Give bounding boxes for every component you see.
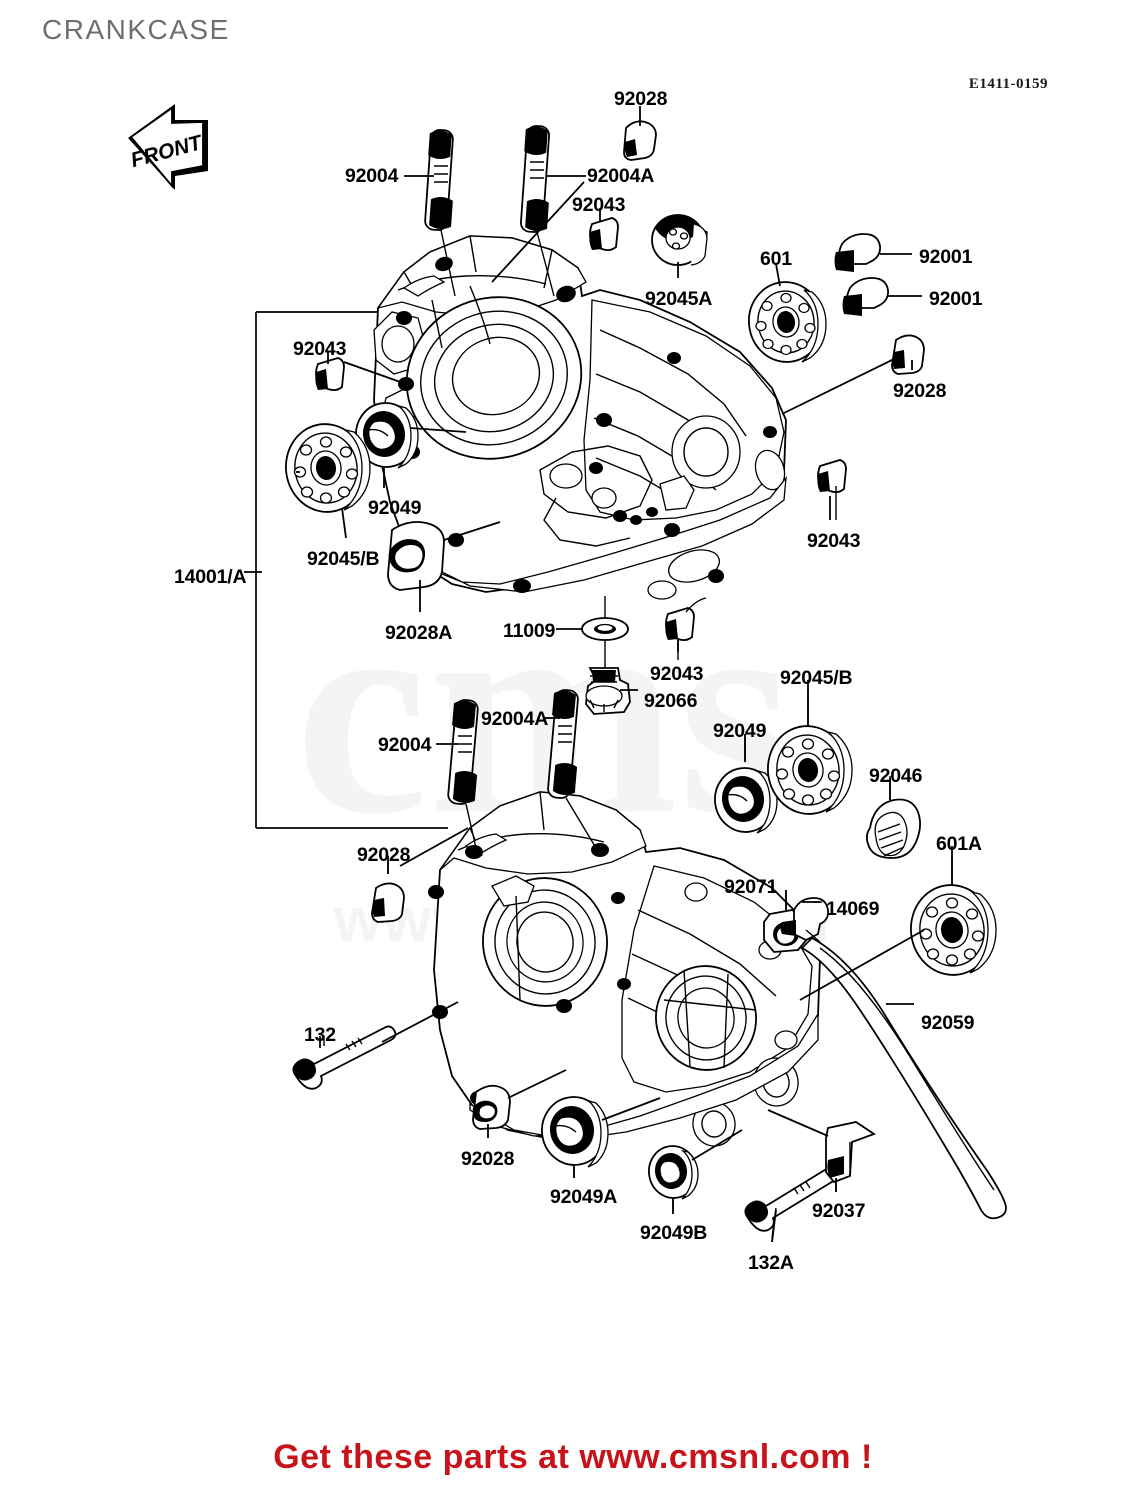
- stud-92004a-upper: [520, 125, 555, 297]
- bushing-92028-right: [891, 334, 925, 375]
- callout-92045b-right: 92045/B: [780, 667, 853, 689]
- gasket-washer-11009: [581, 596, 629, 668]
- oil-seal-92049-right: [714, 738, 778, 834]
- callout-92049a: 92049A: [550, 1186, 618, 1208]
- plug-92066: [585, 667, 631, 715]
- callout-92004a-upper: 92004A: [587, 165, 655, 187]
- callout-92043-mid: 92043: [650, 663, 704, 685]
- upper-crankcase-half: [373, 235, 787, 600]
- callout-92028a: 92028A: [385, 622, 453, 644]
- dowel-92043-upper: [589, 217, 619, 252]
- callout-92028-top: 92028: [614, 88, 668, 110]
- footer-promo-text: Get these parts at www.cmsnl.com !: [273, 1438, 873, 1476]
- callout-92071: 92071: [724, 876, 778, 898]
- callout-92049-right: 92049: [713, 720, 767, 742]
- oil-seal-92049a: [541, 1096, 609, 1178]
- clamp-92037: [825, 1121, 876, 1190]
- callout-92045b-left: 92045/B: [307, 548, 380, 570]
- bolt-92001-lower: [842, 277, 889, 316]
- dowel-92043-right: [817, 459, 847, 520]
- bearing-92045b-right: [767, 690, 853, 815]
- callout-92066: 92066: [644, 690, 698, 712]
- callout-92043-right: 92043: [807, 530, 861, 552]
- bushing-92028-lowercenter: [472, 1084, 511, 1130]
- bearing-92045a: [651, 214, 708, 266]
- stud-92004a-lower: [547, 689, 597, 849]
- callout-92059: 92059: [921, 1012, 975, 1034]
- callout-92001-b: 92001: [929, 288, 983, 310]
- dowel-92043-left: [315, 357, 345, 392]
- reference-code: E1411-0159: [968, 76, 1048, 92]
- bushing-92028-top: [623, 120, 657, 161]
- bushing-92028a: [387, 521, 445, 591]
- callout-92037: 92037: [812, 1200, 866, 1222]
- callout-92004-upper: 92004: [345, 165, 399, 187]
- callout-132a: 132A: [748, 1252, 794, 1274]
- bushing-92028-lowerleft: [371, 862, 405, 923]
- bearing-601: [748, 281, 827, 363]
- callout-92049b: 92049B: [640, 1222, 708, 1244]
- callout-92045a: 92045A: [645, 288, 713, 310]
- dowel-92043-mid: [665, 597, 707, 660]
- callout-92028-lowerleft: 92028: [357, 844, 411, 866]
- callout-132: 132: [304, 1024, 336, 1046]
- bolt-132: [292, 1025, 397, 1090]
- bearing-92045b-left: [285, 423, 371, 513]
- callout-92046: 92046: [869, 765, 923, 787]
- callout-14001a: 14001/A: [174, 566, 247, 588]
- callout-92043-upper: 92043: [572, 194, 626, 216]
- callout-92001-a: 92001: [919, 246, 973, 268]
- needle-bearing-92046: [865, 776, 921, 859]
- callout-92004a-lower: 92004A: [481, 708, 549, 730]
- callout-92043-left: 92043: [293, 338, 347, 360]
- bolt-92001-upper: [834, 233, 881, 272]
- callout-92049-left: 92049: [368, 497, 422, 519]
- callout-14069: 14069: [826, 898, 880, 920]
- callout-92004-lower: 92004: [378, 734, 432, 756]
- stud-92004-upper: [424, 129, 456, 297]
- oil-seal-92049-left: [355, 402, 419, 469]
- page-title: CRANKCASE: [42, 14, 230, 45]
- callout-11009: 11009: [503, 620, 556, 642]
- front-arrow-icon: FRONT: [128, 104, 208, 190]
- callout-92028-bottom: 92028: [461, 1148, 515, 1170]
- stud-92004-lower: [447, 699, 479, 849]
- callout-601: 601: [760, 248, 792, 270]
- oil-seal-92049b: [648, 1145, 699, 1213]
- callout-601a: 601A: [936, 833, 982, 855]
- breather-tube-92059: [800, 936, 1007, 1220]
- callout-92028-right: 92028: [893, 380, 947, 402]
- leader-lines: [296, 106, 953, 1243]
